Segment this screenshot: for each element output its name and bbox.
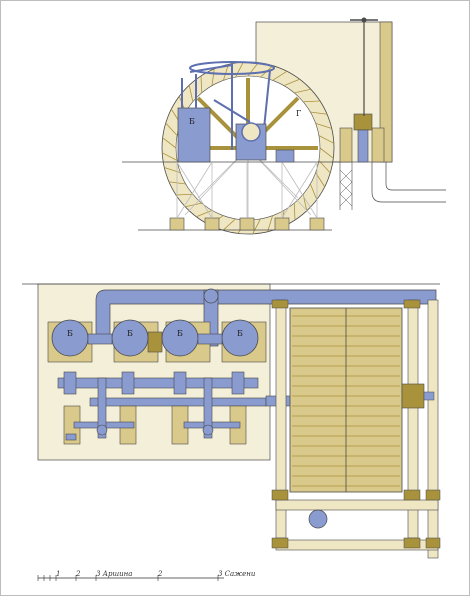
drive-shaft (57, 377, 259, 389)
scale-label-2: 2 (75, 570, 81, 578)
wheel-bucket (303, 100, 321, 103)
wheel-bucket (185, 202, 202, 208)
crank-shaft (89, 397, 267, 407)
scale-label-1: 1 (56, 570, 60, 578)
pump-cylinders: Б Б Б Б (51, 319, 259, 357)
bearing-block (275, 149, 295, 163)
pump-1 (51, 319, 89, 357)
pump-4 (221, 319, 259, 357)
wheel-bucket (211, 68, 215, 86)
wheel-bucket (222, 64, 229, 81)
post-caps (271, 299, 441, 549)
shaft-couplings (63, 371, 245, 395)
outflow-pipe (371, 162, 446, 203)
pump-label-1: Б (67, 329, 73, 338)
wheel-bucket (309, 183, 318, 200)
wheel-axle-bearing (401, 383, 425, 409)
wheel-bucket (162, 137, 177, 149)
pump-2 (111, 319, 149, 357)
sluice-gate (339, 17, 385, 210)
wheel-bucket (272, 70, 288, 81)
wheel-bucket (267, 215, 274, 232)
wheel-bucket (310, 111, 328, 115)
elevation-view: Г Б (122, 17, 446, 235)
pump-3 (161, 319, 199, 357)
wheel-bucket (319, 147, 334, 159)
scale-label-4: 2 (157, 570, 163, 578)
wheel-bucket (175, 193, 193, 196)
lower-rods (65, 377, 241, 441)
wheel-bucket (293, 203, 296, 221)
pump-frame (181, 61, 275, 150)
plan-view: Б Б Б Б (22, 283, 441, 559)
pump-label-4: Б (237, 329, 243, 338)
wheel-bucket (294, 88, 311, 94)
wheel-bucket (188, 85, 194, 102)
wheel-bucket (200, 75, 203, 93)
pump-connectors (87, 333, 223, 345)
label-g: Г (296, 109, 301, 118)
wheel-bucket (318, 160, 331, 174)
crank-wheel (241, 122, 261, 142)
scale-bar: 1 2 3 Аршина 2 3 Сажени (37, 570, 256, 581)
wheel-bucket (164, 167, 181, 174)
wheel-bucket (315, 122, 332, 129)
wheel-bucket (252, 218, 261, 235)
support-struts (176, 161, 318, 219)
wheel-bucket (318, 135, 335, 144)
wheel-bucket (222, 218, 236, 231)
scale-label-sazhen: 3 Сажени (218, 570, 256, 578)
label-b: Б (189, 117, 195, 126)
wheel-axle (423, 391, 435, 401)
scale-label-arshin: 3 Аршина (96, 570, 132, 578)
wheel-plan (271, 299, 441, 559)
pump-label-2: Б (127, 329, 133, 338)
foundation-posts (169, 217, 325, 231)
main-pipe (95, 289, 437, 341)
wheel-bucket (161, 152, 178, 161)
wheel-bucket (196, 209, 213, 218)
pump-cylinder (177, 107, 211, 163)
wheel-bucket (165, 122, 178, 136)
well-pipe (308, 509, 328, 529)
wheel-bucket (283, 78, 300, 87)
pump-label-3: Б (177, 329, 183, 338)
